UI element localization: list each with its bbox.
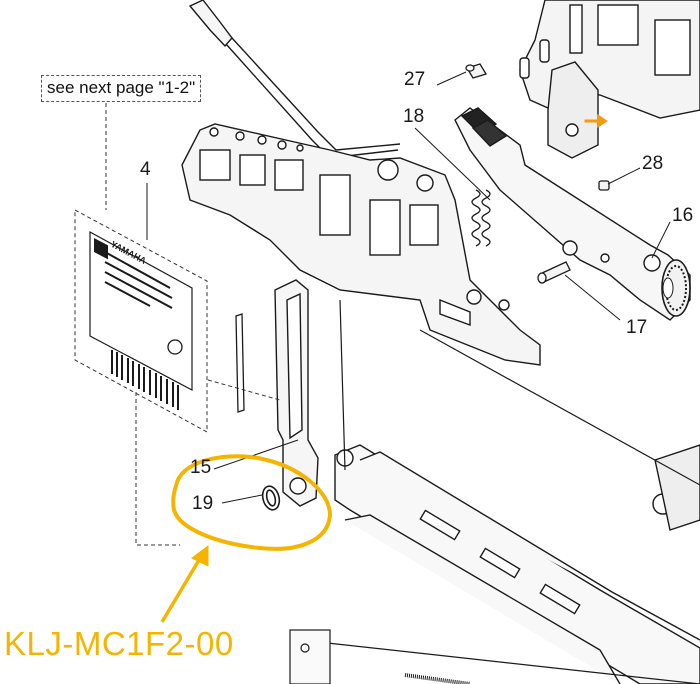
callout-28: 28: [642, 153, 664, 174]
frame-outline: [289, 299, 700, 684]
leader-lines: [146, 71, 671, 504]
highlight-circle: [171, 454, 333, 551]
compression-spring: [471, 189, 491, 247]
o-ring-19: [261, 485, 281, 511]
direction-arrow: [584, 114, 608, 128]
gear-wheel: [661, 259, 691, 317]
callout-19: 19: [192, 493, 214, 514]
latch-plate: [274, 279, 319, 507]
nameplate-label: [74, 209, 208, 433]
frame-bracket: [519, 0, 700, 159]
adhesive-strip: [235, 313, 245, 413]
label-text-lines: [104, 251, 173, 309]
lower-rail: [334, 444, 700, 684]
rail-arm: [454, 107, 691, 321]
dashed-guide-lines: [105, 103, 281, 546]
reference-note-box: see next page "1-2": [41, 75, 202, 102]
screw-28: [598, 180, 610, 191]
pin-27: [465, 63, 487, 79]
highlight-arrow: [160, 545, 209, 623]
pin-17: [537, 261, 571, 284]
callout-18: 18: [403, 106, 425, 127]
callout-15: 15: [190, 457, 212, 478]
barcode: [111, 350, 179, 410]
lever-arm-housing: [181, 123, 541, 366]
callout-4: 4: [140, 159, 151, 180]
callout-17: 17: [626, 317, 648, 338]
callout-27: 27: [404, 69, 426, 90]
callout-16: 16: [672, 205, 694, 226]
model-code: KLJ-MC1F2-00: [4, 625, 234, 662]
